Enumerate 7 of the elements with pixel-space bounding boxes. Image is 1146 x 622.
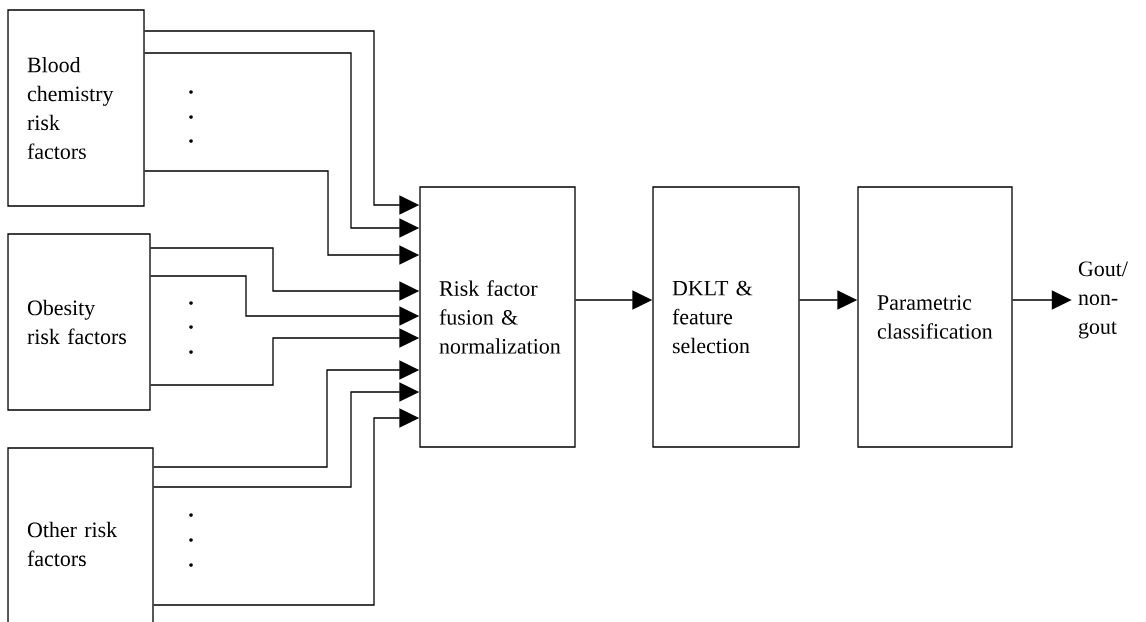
- input-box: Obesity risk factors: [7, 233, 151, 411]
- input-box: Other risk factors: [7, 447, 154, 622]
- process-box: Parametric classification: [857, 186, 1013, 448]
- process-box: DKLT & feature selection: [652, 186, 800, 448]
- output-label: Gout/ non-gout: [1078, 261, 1128, 339]
- process-box: Risk factor fusion & normalization: [419, 186, 576, 448]
- input-box: Blood chemistry risk factors: [7, 9, 145, 207]
